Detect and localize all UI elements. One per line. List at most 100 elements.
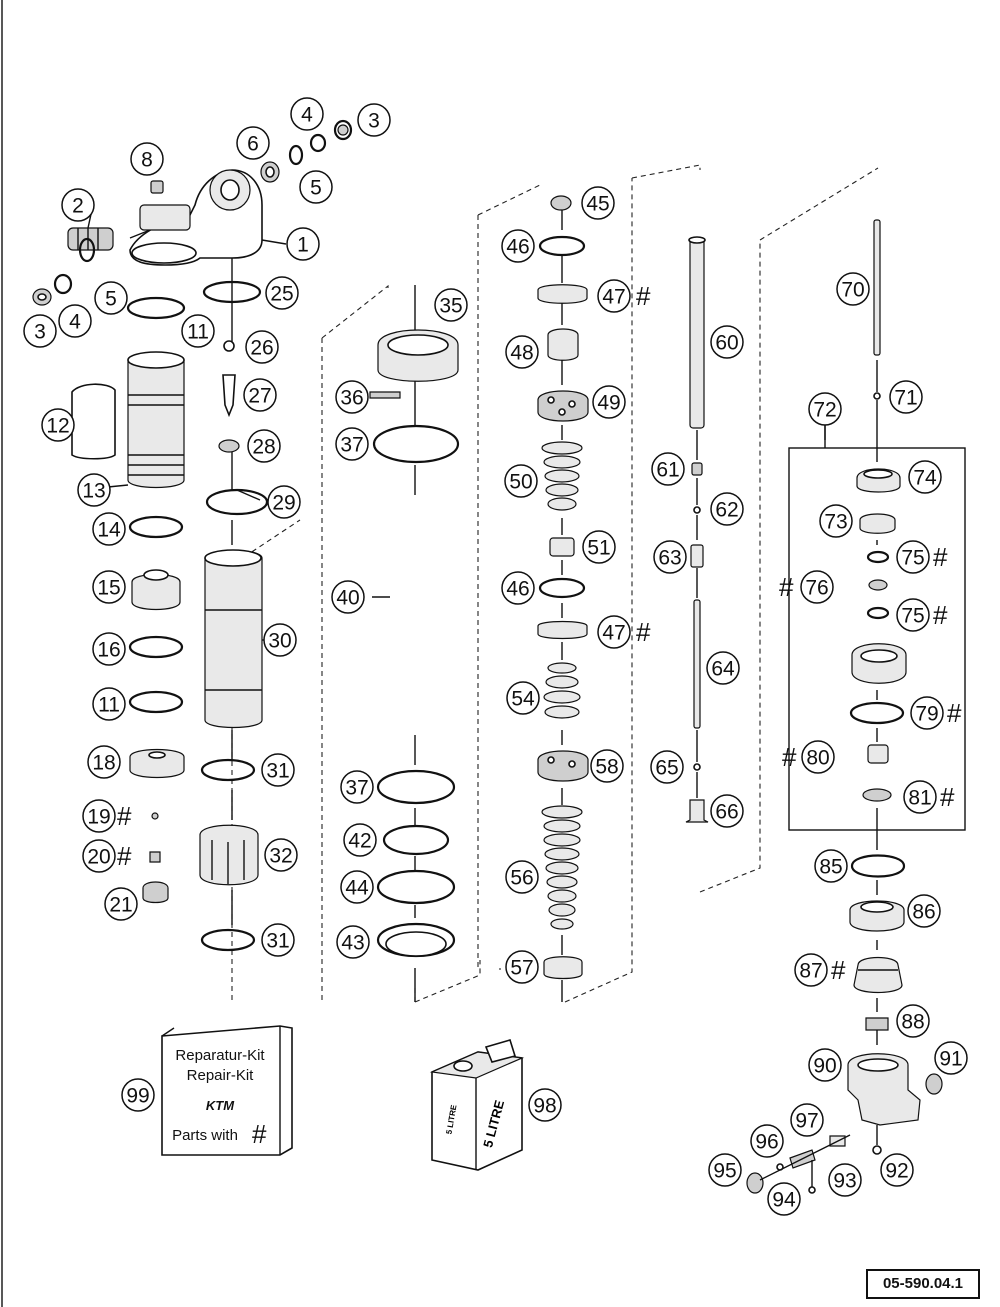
callout-circle bbox=[801, 740, 835, 774]
callout-circle bbox=[23, 314, 57, 348]
callout-number: 91 bbox=[939, 1048, 962, 1071]
callout-circle bbox=[597, 279, 631, 313]
callout-62: 62 bbox=[710, 492, 744, 526]
callout-65: 65 bbox=[650, 750, 684, 784]
shim-stack-50 bbox=[541, 441, 583, 511]
repair-kit-line2: Repair-Kit bbox=[187, 1067, 255, 1084]
callout-number: 98 bbox=[533, 1095, 556, 1118]
callout-number: 44 bbox=[345, 877, 369, 900]
repair-kit-line3: Parts with bbox=[172, 1127, 238, 1144]
callout-circle bbox=[331, 580, 365, 614]
callout-number: 21 bbox=[109, 894, 132, 917]
hash-mark: # bbox=[636, 281, 651, 311]
callout-number: 31 bbox=[266, 930, 289, 953]
callout-circle bbox=[501, 229, 535, 263]
callout-circle bbox=[58, 304, 92, 338]
callout-number: 93 bbox=[833, 1170, 856, 1193]
callout-number: 74 bbox=[913, 467, 937, 490]
callout-number: 80 bbox=[806, 747, 829, 770]
callout-circle bbox=[340, 870, 374, 904]
callout-circle bbox=[263, 623, 297, 657]
callout-number: 36 bbox=[340, 387, 363, 410]
callout-circle bbox=[889, 380, 923, 414]
callout-circle bbox=[790, 1103, 824, 1137]
callout-63: 63 bbox=[653, 540, 687, 574]
callout-64: 64 bbox=[706, 651, 740, 685]
callout-number: 65 bbox=[655, 757, 678, 780]
callout-number: 40 bbox=[336, 587, 359, 610]
coil-spring bbox=[372, 507, 460, 731]
callout-29: 29 bbox=[267, 485, 301, 519]
callout-19: 19 bbox=[82, 799, 116, 833]
callout-15: 15 bbox=[92, 570, 126, 604]
callout-91: 91 bbox=[934, 1041, 968, 1075]
callout-circle bbox=[104, 887, 138, 921]
callout-circle bbox=[92, 632, 126, 666]
hash-mark: # bbox=[933, 542, 948, 572]
callout-40: 40 bbox=[331, 580, 365, 614]
callout-circle bbox=[92, 687, 126, 721]
callout-number: 45 bbox=[586, 193, 609, 216]
callout-circle bbox=[650, 750, 684, 784]
callout-20: 20 bbox=[82, 839, 116, 873]
callout-97: 97 bbox=[790, 1103, 824, 1137]
callout-number: 4 bbox=[69, 311, 81, 334]
callout-number: 11 bbox=[187, 321, 209, 344]
ktm-logo: KTM bbox=[206, 1098, 235, 1113]
callout-circle bbox=[808, 392, 842, 426]
callout-99: 99 bbox=[121, 1078, 155, 1112]
callout-number: 35 bbox=[439, 295, 462, 318]
callout-circle bbox=[710, 325, 744, 359]
callout-circle bbox=[800, 570, 834, 604]
callout-number: 60 bbox=[715, 332, 738, 355]
callout-54: 54 bbox=[506, 681, 540, 715]
callout-86: 86 bbox=[907, 894, 941, 928]
callout-number: 72 bbox=[813, 399, 836, 422]
callout-35: 35 bbox=[434, 288, 468, 322]
callout-circle bbox=[528, 1088, 562, 1122]
callout-number: 58 bbox=[595, 756, 618, 779]
callout-number: 31 bbox=[266, 760, 289, 783]
callout-circle bbox=[434, 288, 468, 322]
callout-31: 31 bbox=[261, 753, 295, 787]
callout-number: 46 bbox=[506, 578, 529, 601]
callout-circle bbox=[896, 1004, 930, 1038]
callout-37: 37 bbox=[340, 770, 374, 804]
callout-circle bbox=[261, 923, 295, 957]
callout-75: 75 bbox=[896, 598, 930, 632]
callout-circle bbox=[290, 97, 324, 131]
callout-number: 29 bbox=[272, 492, 295, 515]
callout-number: 57 bbox=[510, 957, 533, 980]
callout-number: 73 bbox=[824, 511, 847, 534]
callout-circle bbox=[880, 1153, 914, 1187]
callout-number: 15 bbox=[97, 577, 120, 600]
callout-number: 5 bbox=[310, 177, 322, 200]
callout-76: 76 bbox=[800, 570, 834, 604]
callout-95: 95 bbox=[708, 1153, 742, 1187]
callout-circle bbox=[41, 408, 75, 442]
callout-37: 37 bbox=[335, 427, 369, 461]
callout-47: 47 bbox=[597, 279, 631, 313]
callout-number: 61 bbox=[656, 459, 679, 482]
callout-circle bbox=[590, 749, 624, 783]
callout-58: 58 bbox=[590, 749, 624, 783]
callout-circle bbox=[286, 227, 320, 261]
callout-circle bbox=[245, 330, 279, 364]
callout-circle bbox=[597, 615, 631, 649]
callout-number: 46 bbox=[506, 236, 529, 259]
callout-46: 46 bbox=[501, 571, 535, 605]
callout-circle bbox=[767, 1182, 801, 1216]
left-column-rings-and-body bbox=[71, 280, 262, 904]
hash-mark: # bbox=[831, 955, 846, 985]
callout-16: 16 bbox=[92, 632, 126, 666]
callout-circle bbox=[121, 1078, 155, 1112]
callout-number: 14 bbox=[97, 519, 121, 542]
middle-left-parts bbox=[199, 340, 269, 952]
callout-number: 88 bbox=[901, 1011, 924, 1034]
callout-circle bbox=[653, 540, 687, 574]
callout-number: 95 bbox=[713, 1160, 736, 1183]
callout-circle bbox=[92, 512, 126, 546]
callout-circle bbox=[708, 1153, 742, 1187]
callout-number: 92 bbox=[885, 1160, 908, 1183]
callout-circle bbox=[299, 170, 333, 204]
